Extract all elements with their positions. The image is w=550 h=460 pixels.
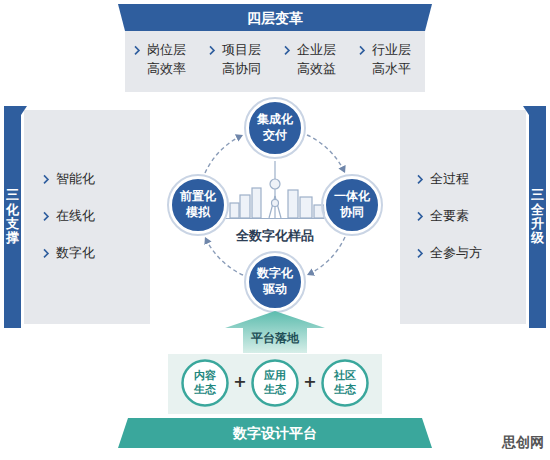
list-item: 行业层 高水平: [372, 41, 418, 79]
band-text: 数字设计平台: [118, 423, 432, 443]
cycle-arrow: [205, 238, 243, 275]
list-item: 全要素: [430, 207, 476, 226]
list-item: 数字化: [56, 244, 102, 263]
upgrade-panel-shape: [400, 106, 546, 328]
circle-text: 集成化 交付: [254, 112, 296, 143]
eco-text: 内容 生态: [187, 369, 223, 398]
center-label: 全数字化样品: [215, 228, 335, 244]
list-item: 在线化: [56, 207, 102, 226]
circle-text: 一体化 协同: [331, 189, 373, 220]
eco-circle: 社区 生态: [321, 359, 369, 407]
cycle-circle: 集成化 交付: [247, 100, 303, 156]
cycle-arrow: [205, 135, 242, 173]
band-heading: 四层变革: [118, 8, 432, 28]
circle-text: 数字化 驱动: [254, 266, 296, 297]
plus-sign: +: [302, 372, 318, 391]
circle-text: 前置化 模拟: [177, 189, 219, 220]
eco-text: 社区 生态: [327, 369, 363, 398]
vertical-heading: 三全升级: [531, 188, 544, 245]
ecosystem-panel: [168, 354, 382, 414]
cycle-circle: 前置化 模拟: [170, 177, 226, 233]
cycle-circle: 数字化 驱动: [247, 254, 303, 310]
layer-panel: 四层变革岗位层 高效率项目层 高协同企业层 高效益行业层 高水平: [118, 4, 432, 92]
list-item: 企业层 高效益: [297, 41, 343, 79]
platform-band: 数字设计平台: [118, 418, 432, 448]
plus-sign: +: [232, 372, 248, 391]
list-item: 全过程: [430, 170, 476, 189]
list-item: 项目层 高协同: [222, 41, 268, 79]
vertical-heading: 三化支撑: [6, 188, 19, 245]
eco-circle: 应用 生态: [251, 359, 299, 407]
list-item: 岗位层 高效率: [147, 41, 193, 79]
eco-text: 应用 生态: [257, 369, 293, 398]
arrow-label: 平台落地: [243, 330, 307, 347]
list-item: 智能化: [56, 170, 102, 189]
eco-circle: 内容 生态: [181, 359, 229, 407]
upgrade-panel: 三全升级 全过程全要素全参与方: [400, 106, 546, 328]
cycle-circle: 一体化 协同: [324, 177, 380, 233]
watermark: 思创网: [488, 434, 544, 451]
up-arrow: 平台落地: [225, 311, 325, 353]
cycle-arrow: [307, 135, 345, 172]
city-skyline: [224, 161, 326, 219]
support-panel: 三化支撑 智能化在线化数字化: [4, 106, 150, 328]
list-item: 全参与方: [430, 244, 476, 263]
